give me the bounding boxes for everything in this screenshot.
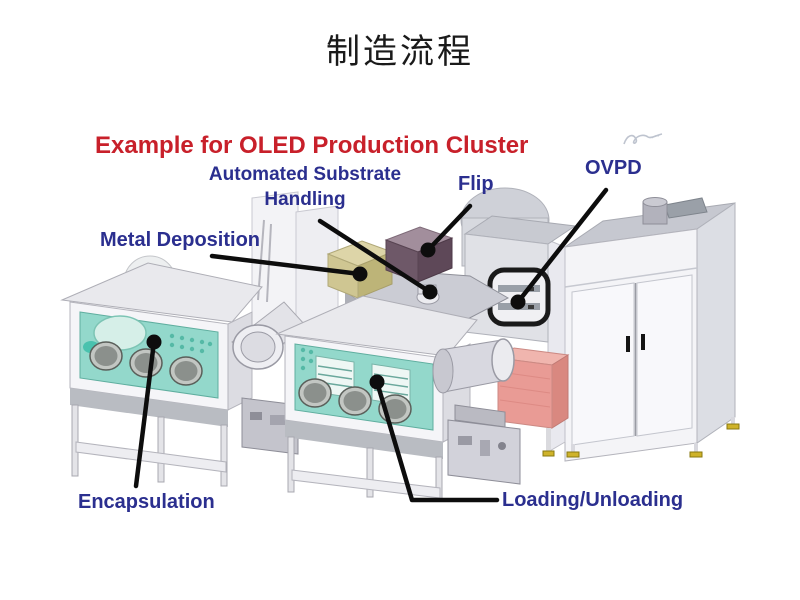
control-panel-dots	[169, 333, 213, 354]
label-automated-substrate-handling: Automated Substrate Handling	[208, 164, 402, 210]
annotation-arrows	[133, 187, 609, 503]
cabinet-handle-left	[626, 336, 630, 352]
ovpd-cabinet	[547, 197, 740, 462]
load-lock-cylinder	[432, 338, 521, 485]
label-encapsulation: Encapsulation	[78, 491, 215, 513]
page-title: 制造流程	[326, 32, 474, 72]
glove-ports	[89, 341, 203, 386]
transfer-chamber	[231, 301, 307, 455]
arrow-automated-substrate-handling	[317, 218, 438, 300]
glove-ports	[298, 378, 412, 424]
vacuum-pump-left	[241, 397, 299, 455]
encapsulation-glovebox	[60, 255, 263, 487]
label-metal-deposition: Metal Deposition	[100, 229, 261, 251]
pink-process-unit	[496, 347, 570, 457]
diagram-heading: Example for OLED Production Cluster	[95, 132, 529, 159]
arrow-flip	[420, 203, 473, 258]
arrow-encapsulation	[133, 334, 162, 489]
cabinet-handle-right	[641, 334, 645, 350]
label-flip: Flip	[458, 173, 494, 195]
oled-production-diagram: Example for OLED Production Cluster Auto…	[0, 90, 800, 600]
watermark-signature-icon	[623, 133, 663, 145]
loading-glovebox	[275, 295, 478, 501]
vacuum-pump-right	[447, 404, 521, 485]
arrow-ovpd	[510, 187, 609, 310]
arrow-loading-unloading	[369, 374, 500, 503]
machinery-illustration	[60, 133, 740, 503]
cabinet-feet	[566, 417, 740, 458]
arrow-metal-deposition	[209, 253, 368, 282]
cabinet-vent	[642, 197, 708, 225]
control-panel-dots	[300, 347, 314, 371]
label-loading-unloading: Loading/Unloading	[502, 489, 684, 511]
label-ovpd: OVPD	[585, 157, 642, 179]
